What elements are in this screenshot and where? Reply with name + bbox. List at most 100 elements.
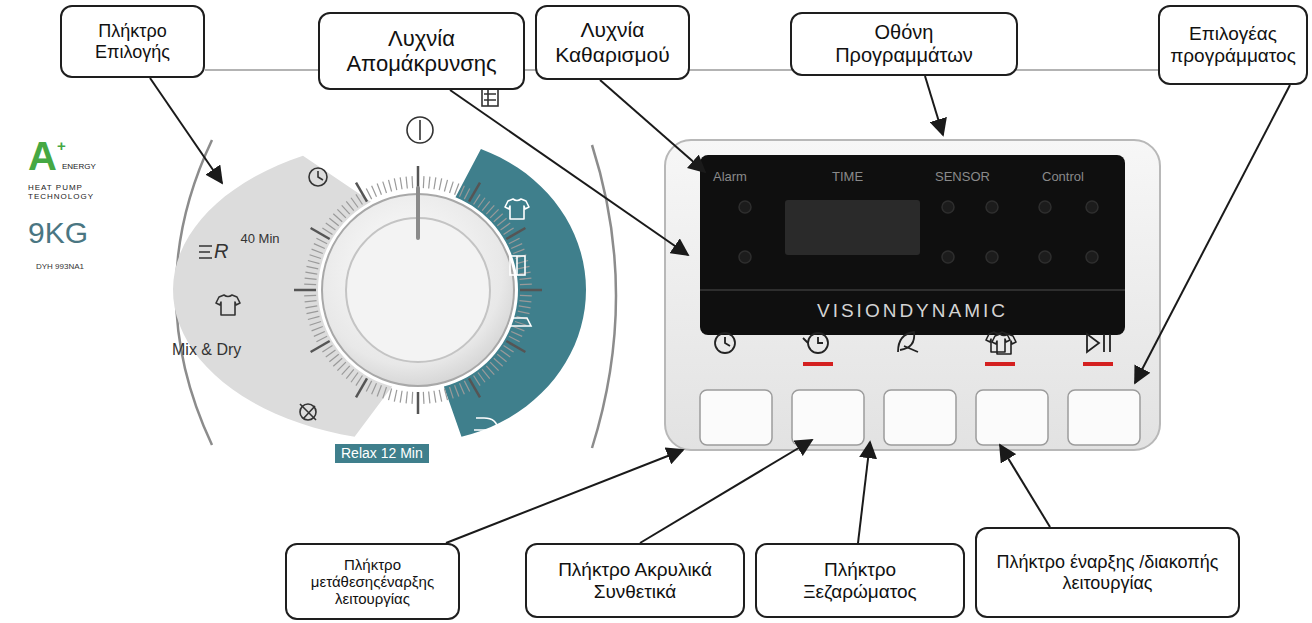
indicator-bars xyxy=(803,362,1113,366)
dial-tick xyxy=(478,198,485,208)
eco-icon xyxy=(199,246,212,258)
callout-box: Πλήκτρο Ξεζαρώματος xyxy=(755,543,965,618)
dial-tick xyxy=(517,260,529,263)
dial-tick xyxy=(518,311,530,313)
callout-text: Πλήκτρο έναρξης /διακοπής λειτουργίας xyxy=(987,552,1228,593)
dial-tick xyxy=(326,350,336,357)
dial-tick xyxy=(316,336,327,341)
dial-tick xyxy=(509,238,520,243)
dial-ticks xyxy=(294,166,542,414)
shirt-grid-icon xyxy=(484,88,496,106)
dial-tick xyxy=(329,354,338,362)
dial-tick xyxy=(434,177,436,189)
knob-pointer xyxy=(416,188,420,238)
dial-tick xyxy=(490,362,498,370)
dial-tick xyxy=(372,186,377,197)
dial-tick xyxy=(306,311,318,313)
callout-text: Επιλογέας προγράμματος xyxy=(1168,23,1298,67)
dial-tick xyxy=(464,381,469,392)
panel-label: Control xyxy=(1042,170,1084,184)
dial-tick xyxy=(439,390,441,402)
dial-tick xyxy=(509,336,520,341)
panel-label: + xyxy=(57,138,66,155)
dial-tick xyxy=(312,327,323,331)
dial-tick xyxy=(356,194,363,204)
dial-tick xyxy=(294,289,316,292)
dial-tick xyxy=(486,205,494,214)
dial-tick xyxy=(520,283,532,285)
dial-tick xyxy=(356,183,367,202)
dial-tick xyxy=(333,214,342,222)
dial-tick xyxy=(482,369,490,378)
leader-arrow xyxy=(600,80,705,172)
dial-tick xyxy=(305,306,317,308)
dial-tick xyxy=(377,184,381,195)
dial-tick xyxy=(511,331,522,336)
cabinet-icon xyxy=(510,256,525,275)
panel-label: ENERGY xyxy=(62,163,96,172)
callout-text: Λυχνία Καθαρισμού xyxy=(545,18,680,66)
callout-text: Πλήκτρο Ακρυλικά Συνθετικά xyxy=(535,559,735,603)
dial-tick xyxy=(520,295,532,297)
dial-tick xyxy=(504,346,514,353)
dial-tick xyxy=(342,366,350,375)
dial-tick xyxy=(337,209,345,217)
dial-tick xyxy=(501,223,511,230)
dial-tick xyxy=(337,362,345,370)
callout-box: Λυχνία Απομάκρυνσης xyxy=(318,12,525,90)
dial-tick xyxy=(316,238,327,243)
dial-tick xyxy=(305,278,317,279)
callout-box: Λυχνία Καθαρισμού xyxy=(535,5,690,80)
dial-tick xyxy=(511,244,522,249)
dial-bands xyxy=(173,149,586,437)
dial-tick xyxy=(305,301,317,302)
shirt-icon xyxy=(505,199,529,219)
dial-tick xyxy=(388,180,391,192)
dial-tick xyxy=(406,177,407,189)
clock-icon xyxy=(309,168,327,186)
dial-tick xyxy=(326,223,336,230)
dial-tick xyxy=(304,295,316,297)
dial-tick xyxy=(346,201,354,210)
panel-label: DYH 993NA1 xyxy=(36,263,84,272)
leaf-icon xyxy=(898,332,918,352)
dial-tick xyxy=(494,358,503,366)
callout-text: Λυχνία Απομάκρυνσης xyxy=(332,26,511,77)
board-icon xyxy=(509,318,531,326)
shirt-icon xyxy=(216,295,240,315)
dial-tick xyxy=(455,385,459,396)
panel-label: A xyxy=(28,134,57,178)
leader-arrow xyxy=(925,76,943,135)
dial-tick xyxy=(333,358,342,366)
dial-tick xyxy=(314,244,325,249)
dial-tick xyxy=(351,373,358,383)
leader-arrow xyxy=(858,442,870,543)
dial-tick xyxy=(383,387,387,398)
panel-label: R xyxy=(214,240,228,262)
dial-tick xyxy=(411,176,413,188)
dial-tick xyxy=(394,390,396,402)
callout-box: Πλήκτρο μετάθεσηςέναρξης λειτουργίας xyxy=(285,543,460,620)
dial-tick xyxy=(519,306,531,308)
dial-tick xyxy=(423,392,425,404)
dial-tick xyxy=(429,177,430,189)
clock-icon xyxy=(715,333,735,353)
power-icon xyxy=(407,117,433,143)
dial-tick xyxy=(322,346,332,353)
dial-tick xyxy=(346,369,354,378)
dial-tick xyxy=(482,201,490,210)
panel-label: 40 Min xyxy=(240,232,280,246)
dial-tick xyxy=(455,184,459,195)
iron-icon xyxy=(474,418,498,430)
dial-tick xyxy=(310,322,321,326)
dial-tick xyxy=(342,205,350,214)
panel-label: VISIONDYNAMIC xyxy=(700,301,1125,322)
dial-tick xyxy=(356,376,363,386)
callout-text: Πλήκτρο Επιλογής xyxy=(74,21,191,62)
delay-icon xyxy=(803,337,823,343)
dial-tick xyxy=(400,177,402,189)
leader-arrow xyxy=(1000,445,1050,527)
dial-tick xyxy=(490,209,498,217)
dial-tick xyxy=(469,378,480,397)
